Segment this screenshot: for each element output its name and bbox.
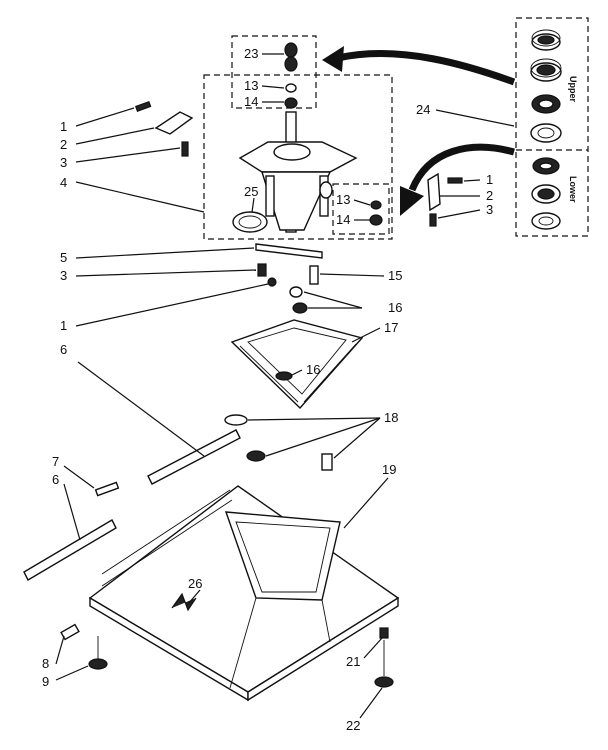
callout-3-upper: 3: [60, 155, 67, 170]
base-19: [88, 485, 400, 702]
frame-17: [230, 319, 364, 410]
callout-19: 19: [382, 462, 396, 477]
lower-bearing-kit: [531, 157, 561, 230]
callout-21: 21: [346, 654, 360, 669]
leg-8: [60, 623, 80, 641]
washer-13-upper: [285, 83, 297, 93]
pin-15: [309, 265, 319, 285]
callout-1-upper: 1: [60, 119, 67, 134]
seal-23: [284, 42, 298, 72]
callout-7: 7: [52, 454, 59, 469]
callout-9: 9: [42, 674, 49, 689]
callout-15: 15: [388, 268, 402, 283]
lower-seal-dashed-box: [332, 183, 390, 235]
clip-3-upper: [181, 141, 189, 157]
lower-arrow: [408, 143, 515, 192]
upper-arrow-head: [322, 46, 344, 72]
spring-26: [171, 592, 197, 612]
seal-14-upper: [284, 97, 298, 109]
callout-2-right: 2: [486, 188, 493, 203]
drive-assembly-dashed-box: [203, 74, 393, 240]
callout-23: 23: [244, 46, 258, 61]
upper-bearing-kit: [530, 29, 562, 143]
callout-26: 26: [188, 576, 202, 591]
bracket-2-right: [427, 172, 441, 212]
clip-7: [94, 481, 120, 497]
rail-6-lower: [23, 519, 117, 581]
callout-24: 24: [416, 102, 430, 117]
rail-6-upper: [147, 429, 241, 485]
callout-8: 8: [42, 656, 49, 671]
bolt-1-mid: [267, 277, 277, 287]
callout-22: 22: [346, 718, 360, 733]
lower-kit-label: Lower: [568, 176, 578, 203]
bracket-2-upper: [154, 111, 194, 135]
drive-assembly-4: [238, 111, 358, 233]
upper-kit-label: Upper: [568, 76, 578, 103]
callout-16-upper: 16: [388, 300, 402, 315]
callout-1-mid: 1: [60, 318, 67, 333]
bracket-5: [255, 243, 323, 259]
callout-6-lower: 6: [52, 472, 59, 487]
bolt-1-right: [447, 177, 463, 184]
callout-14-lower: 14: [336, 212, 350, 227]
upper-seal-dashed-box: [231, 35, 317, 109]
callout-13-lower: 13: [336, 192, 350, 207]
leader-lines: [55, 53, 515, 719]
callout-4: 4: [60, 175, 67, 190]
bearing-inset-dashed-box: [515, 17, 589, 237]
callout-6-upper: 6: [60, 342, 67, 357]
lower-seal-parts: [369, 200, 383, 226]
pads-18: [224, 414, 333, 471]
callout-25: 25: [244, 184, 258, 199]
callout-16-lower: 16: [306, 362, 320, 377]
upper-arrow: [337, 50, 516, 86]
callout-3-right: 3: [486, 202, 493, 217]
foot-9: [88, 636, 108, 670]
lower-arrow-head: [400, 186, 424, 216]
clip-3-right: [429, 213, 437, 227]
callout-2-upper: 2: [60, 137, 67, 152]
callout-18: 18: [384, 410, 398, 425]
callout-5: 5: [60, 250, 67, 265]
callout-17: 17: [384, 320, 398, 335]
clip-3-mid: [257, 263, 267, 277]
foot-22: [374, 640, 394, 688]
callout-13-upper: 13: [244, 78, 258, 93]
nut-21: [379, 627, 389, 639]
callout-1-right: 1: [486, 172, 493, 187]
bolt-1-upper: [134, 100, 152, 112]
ring-25: [232, 211, 268, 233]
pad-16-upper: [289, 286, 308, 314]
callout-3-mid: 3: [60, 268, 67, 283]
callout-14-upper: 14: [244, 94, 258, 109]
